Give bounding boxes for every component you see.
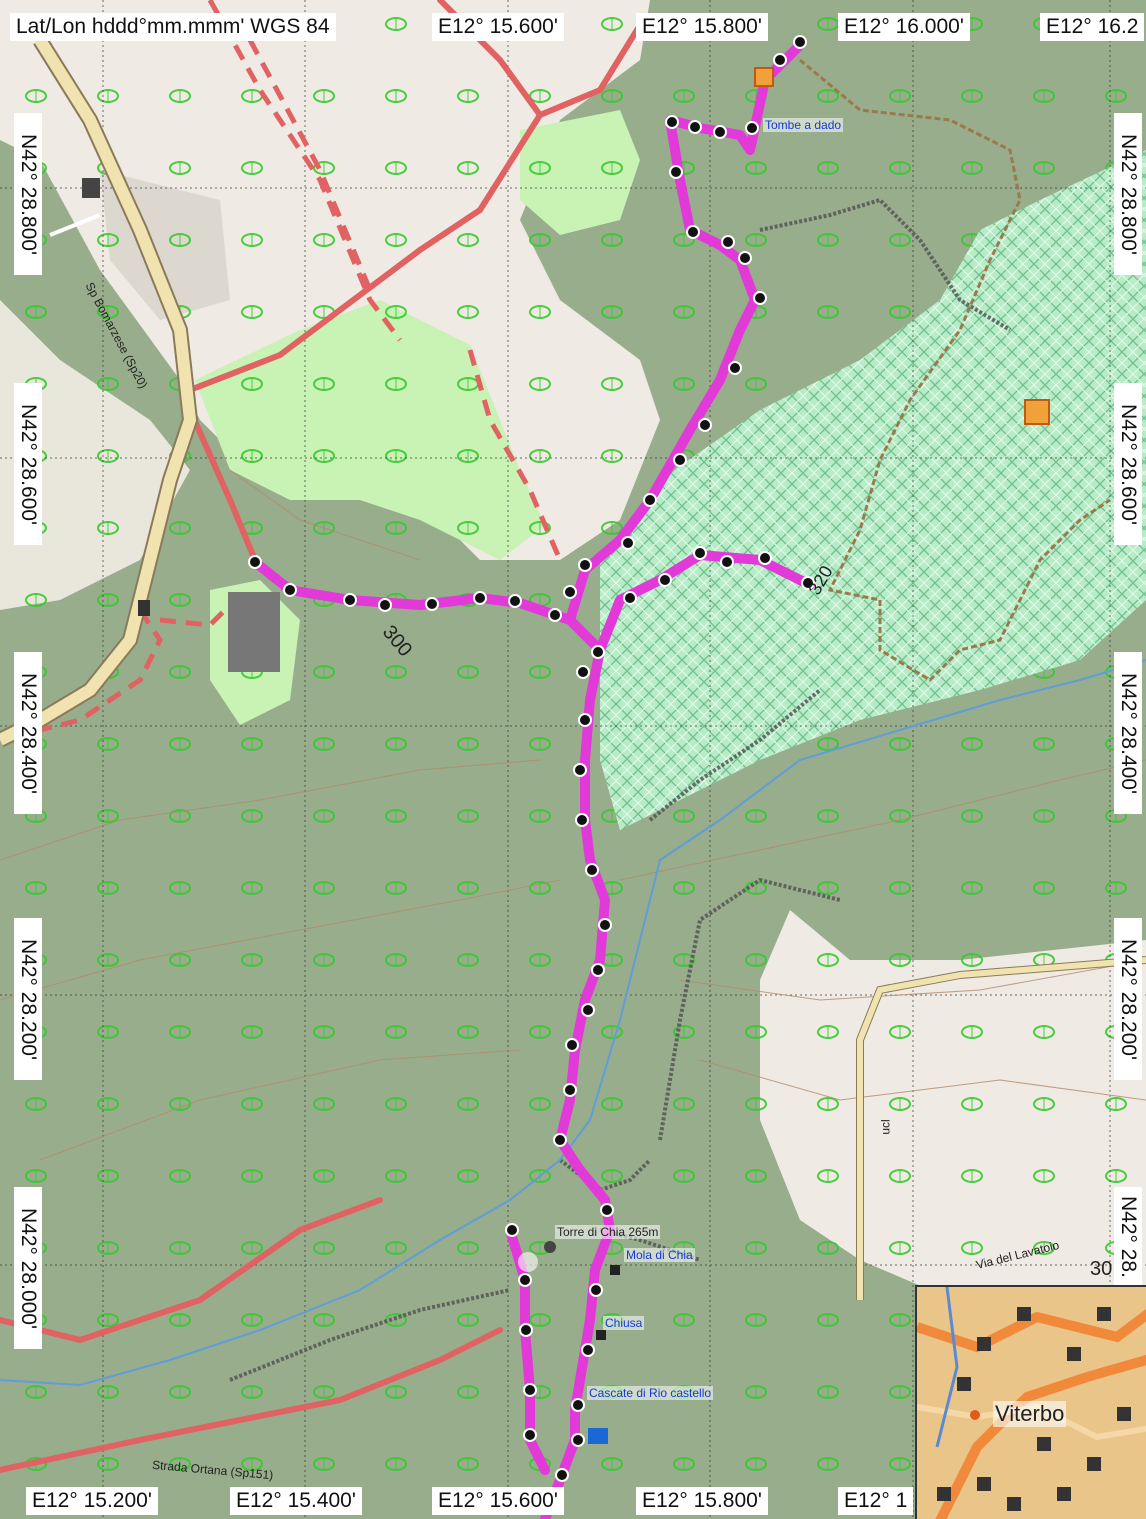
protected-area bbox=[600, 150, 1146, 830]
right-lat-text-1: N42° 28.800' bbox=[1117, 133, 1140, 255]
bottom-lon-label-1: E12° 15.200' bbox=[26, 1487, 158, 1515]
top-lon-label-2: E12° 15.800' bbox=[636, 13, 768, 41]
right-lat-label-3: N42° 28.400' bbox=[1114, 652, 1142, 814]
bottom-lon-label-4: E12° 15.800' bbox=[636, 1487, 768, 1515]
contour-lines bbox=[0, 469, 1146, 1161]
left-lat-label-2: N42° 28.600' bbox=[14, 383, 42, 545]
left-lat-label-3: N42° 28.400' bbox=[14, 652, 42, 814]
white-road bbox=[49, 213, 101, 237]
poi-tombe-a-dado[interactable]: Tombe a dado bbox=[763, 118, 844, 132]
poi-torre-di-chia[interactable]: Torre di Chia 265m bbox=[555, 1225, 661, 1239]
left-lat-text-3: N42° 28.400' bbox=[17, 672, 40, 794]
overview-inset-map[interactable]: Viterbo bbox=[915, 1285, 1146, 1519]
dashed-roads bbox=[39, 0, 563, 733]
cemetery bbox=[228, 592, 280, 672]
river bbox=[0, 659, 1146, 1387]
road-label-ucl: ucl bbox=[878, 1119, 893, 1135]
right-lat-label-4: N42° 28.200' bbox=[1114, 918, 1142, 1080]
inset-city-label: Viterbo bbox=[993, 1401, 1067, 1427]
left-lat-label-1: N42° 28.800' bbox=[14, 113, 42, 275]
lower-right-road-fill bbox=[857, 957, 1146, 1300]
right-lat-text-3: N42° 28.400' bbox=[1117, 672, 1140, 794]
route-waypoints bbox=[248, 35, 815, 1507]
left-lat-text-2: N42° 28.600' bbox=[17, 403, 40, 525]
inset-graphics bbox=[917, 1287, 1146, 1519]
right-lat-text-2: N42° 28.600' bbox=[1117, 403, 1140, 525]
right-lat-label-2: N42° 28.600' bbox=[1114, 383, 1142, 545]
right-lat-label-1: N42° 28.800' bbox=[1114, 113, 1142, 275]
top-lon-label-3: E12° 16.000' bbox=[838, 13, 970, 41]
poi-cascate-rio-castello[interactable]: Cascate di Rio castello bbox=[587, 1386, 714, 1400]
poi-chiusa[interactable]: Chiusa bbox=[603, 1316, 645, 1330]
left-lat-text-5: N42° 28.000' bbox=[17, 1207, 40, 1329]
main-road-fill bbox=[0, 36, 197, 746]
bottom-lon-label-2: E12° 15.400' bbox=[230, 1487, 362, 1515]
top-lon-label-4: E12° 16.2 bbox=[1040, 13, 1145, 41]
datum-label: Lat/Lon hddd°mm.mmm' WGS 84 bbox=[10, 13, 336, 41]
poi-mola-di-chia[interactable]: Mola di Chia bbox=[624, 1248, 695, 1262]
footpath bbox=[799, 58, 1111, 682]
bottom-lon-label-3: E12° 15.600' bbox=[432, 1487, 564, 1515]
contour-label-30: 30 bbox=[1090, 1258, 1113, 1280]
poi-markers bbox=[82, 67, 1050, 1444]
right-lat-text-4: N42° 28.200' bbox=[1117, 938, 1140, 1060]
left-lat-label-4: N42° 28.200' bbox=[14, 918, 42, 1080]
right-lat-text-5: N42° 28. bbox=[1117, 1196, 1140, 1278]
bottom-lon-label-5: E12° 1 bbox=[838, 1487, 914, 1515]
top-lon-label-1: E12° 15.600' bbox=[432, 13, 564, 41]
secondary-roads bbox=[0, 0, 643, 1473]
right-lat-label-5: N42° 28. bbox=[1114, 1187, 1142, 1287]
left-lat-label-5: N42° 28.000' bbox=[14, 1187, 42, 1349]
left-lat-text-1: N42° 28.800' bbox=[17, 133, 40, 255]
left-lat-text-4: N42° 28.200' bbox=[17, 938, 40, 1060]
